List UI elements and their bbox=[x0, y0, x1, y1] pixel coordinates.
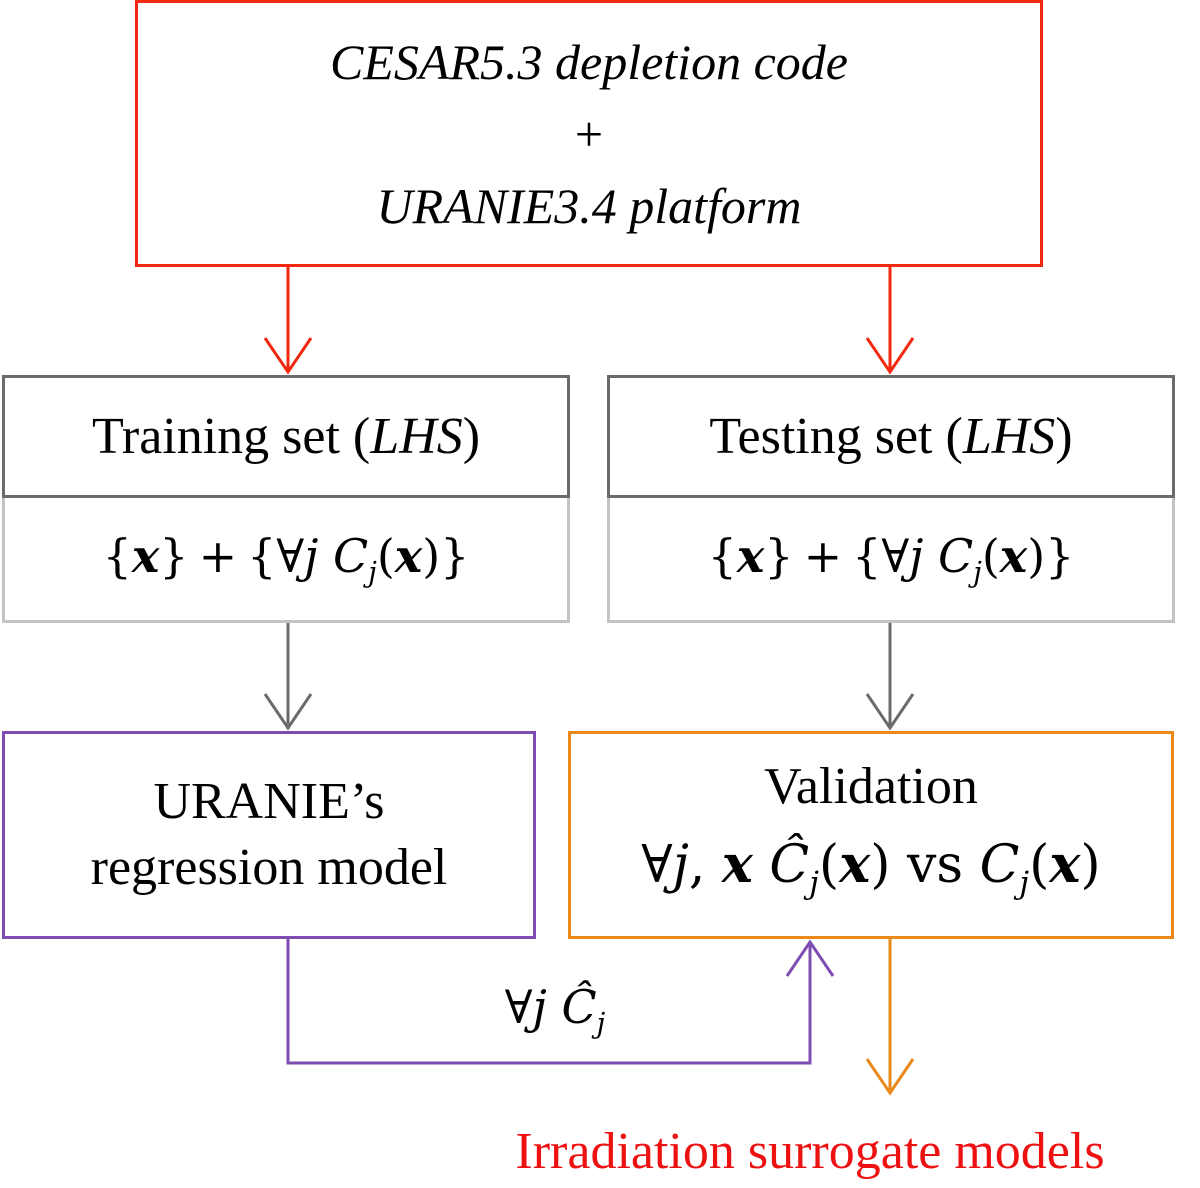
source-line-platform: URANIE3.4 platform bbox=[376, 177, 802, 234]
arrow-training-to-regression bbox=[263, 623, 313, 731]
testing-x-set: {x} bbox=[707, 529, 794, 584]
validation-formula: ∀j, x Ĉj(x) vs Cj(x) bbox=[641, 834, 1101, 901]
arrow-testing-to-validation bbox=[865, 623, 915, 731]
testing-title-prefix: Testing set ( bbox=[709, 408, 963, 465]
testing-c-set: {∀j Cj(x)} bbox=[852, 529, 1075, 589]
testing-set-content: {x}+{∀j Cj(x)} bbox=[607, 498, 1175, 623]
validation-title: Validation bbox=[764, 758, 978, 816]
testing-plus: + bbox=[803, 529, 843, 584]
regression-line1: URANIE’s bbox=[153, 773, 385, 830]
training-title-suffix: ) bbox=[462, 408, 481, 465]
training-formula: {x}+{∀j Cj(x)} bbox=[103, 529, 470, 589]
connector-label: ∀j Ĉj bbox=[504, 980, 606, 1040]
regression-line2: regression model bbox=[90, 839, 448, 896]
validation-box: Validation ∀j, x Ĉj(x) vs Cj(x) bbox=[568, 731, 1174, 939]
training-c-set: {∀j Cj(x)} bbox=[247, 529, 470, 589]
training-set-header: Training set (LHS) bbox=[2, 375, 570, 498]
regression-model-box: URANIE’s regression model bbox=[2, 731, 536, 939]
training-title-prefix: Training set ( bbox=[91, 408, 371, 465]
arrow-validation-to-output bbox=[865, 939, 915, 1096]
testing-title-suffix: ) bbox=[1055, 408, 1073, 465]
testing-set-header: Testing set (LHS) bbox=[607, 375, 1175, 498]
training-x-set: {x} bbox=[102, 529, 189, 584]
arrow-source-to-training bbox=[263, 267, 313, 375]
output-label: Irradiation surrogate models bbox=[515, 1123, 1105, 1180]
testing-title-lhs: LHS bbox=[962, 408, 1056, 465]
training-plus: + bbox=[198, 529, 238, 584]
training-title-lhs: LHS bbox=[370, 408, 463, 465]
validation-vs: vs bbox=[907, 835, 964, 896]
source-box: CESAR5.3 depletion code + URANIE3.4 plat… bbox=[135, 0, 1043, 267]
testing-formula: {x}+{∀j Cj(x)} bbox=[708, 529, 1075, 589]
training-set-content: {x}+{∀j Cj(x)} bbox=[2, 498, 570, 623]
source-line-plus: + bbox=[574, 105, 604, 162]
source-line-code: CESAR5.3 depletion code bbox=[330, 33, 848, 90]
arrow-source-to-testing bbox=[865, 267, 915, 375]
